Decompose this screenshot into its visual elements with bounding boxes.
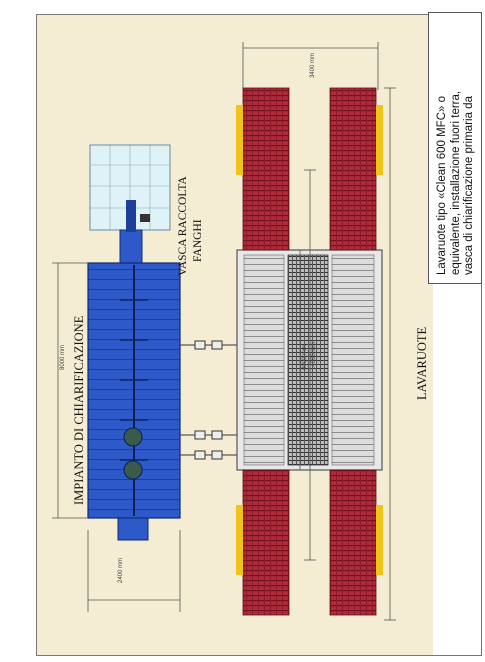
label-clarifier: IMPIANTO DI CHIARIFICAZIONE	[72, 315, 86, 505]
label-wheel-wash: LAVARUOTE	[415, 326, 429, 400]
dim-track-width: 3400 mm	[310, 52, 316, 78]
dim-clarifier-width: 2400 mm	[118, 557, 124, 583]
dimension-track-width	[242, 42, 379, 90]
ramp-top-left	[236, 87, 290, 251]
wheel-wash-platform	[236, 249, 383, 471]
dimension-wash-lengths	[294, 87, 396, 621]
ramp-bottom-left	[236, 469, 290, 616]
dim-wash-length-outer: 14000 mm	[311, 341, 317, 370]
label-sludge-tank-line1: VASCA RACCOLTA	[177, 176, 189, 276]
dim-wash-length-inner: 8000 mm	[302, 344, 308, 370]
label-sludge-tank-line2: FANGHI	[192, 219, 204, 262]
pump-hoses	[180, 340, 237, 460]
caption-box	[428, 12, 482, 284]
sludge-pipe	[119, 200, 150, 266]
caption: Lavaruote tipo «Clean 600 MFC» o equival…	[436, 91, 477, 275]
ramp-top-right	[329, 87, 383, 251]
dimension-clarifier-width	[87, 530, 181, 612]
caption-line-3: vasca di chiarificazione primaria da	[463, 96, 475, 275]
dim-clarifier-length: 8000 mm	[60, 344, 66, 370]
clarifier-unit	[87, 262, 181, 541]
caption-line-2: equivalente, installazione fuori terra,	[449, 90, 462, 275]
caption-line-1: Lavaruote tipo «Clean 600 MFC» o	[436, 96, 448, 275]
dimension-clarifier-length	[52, 262, 88, 519]
ramp-bottom-right	[329, 469, 383, 616]
